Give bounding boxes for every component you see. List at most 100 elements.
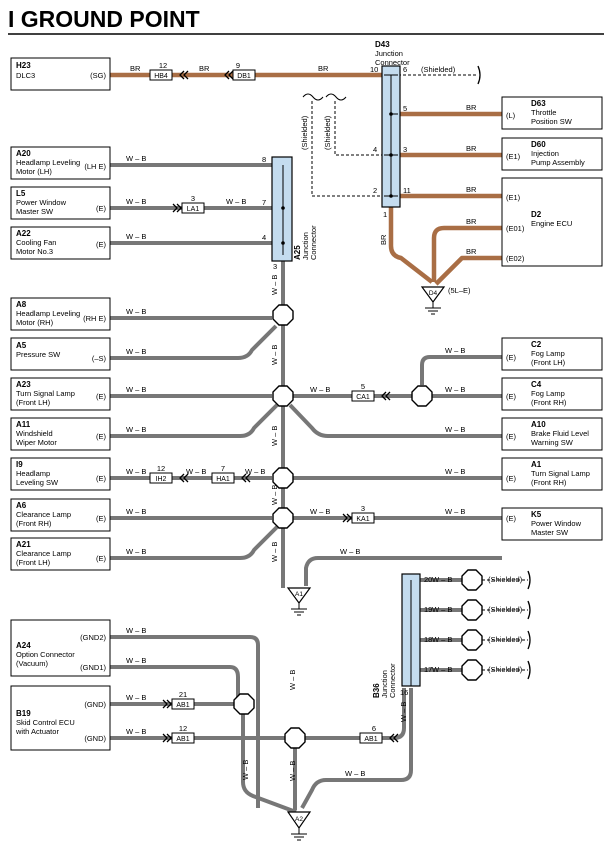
svg-text:DB1: DB1 (237, 73, 251, 80)
svg-text:W – B: W – B (270, 275, 279, 295)
connector-ka1: KA1 3 (342, 504, 375, 524)
box-name-line1: Power Window (16, 198, 67, 207)
svg-text:W – B: W – B (126, 425, 146, 434)
svg-text:KA1: KA1 (356, 516, 369, 523)
svg-text:BR: BR (466, 217, 477, 226)
box-name-line2: Warning SW (531, 438, 574, 447)
svg-text:(Shielded): (Shielded) (488, 575, 523, 584)
splice-1 (272, 304, 294, 326)
box-name-line1: Option Connector (16, 650, 75, 659)
svg-text:W – B: W – B (432, 635, 452, 644)
svg-text:9: 9 (236, 61, 240, 70)
junction-name-line1: Junction (301, 232, 310, 260)
box-a10: A10 Brake Fluid Level Warning SW (E) (501, 417, 603, 451)
box-pin: (SG) (90, 71, 106, 80)
junction-b36: B36 Junction Connector (372, 573, 421, 698)
box-pin: (LH E) (84, 162, 106, 171)
svg-text:5: 5 (403, 104, 407, 113)
box-name-line1: DLC3 (16, 71, 35, 80)
svg-text:CA1: CA1 (356, 394, 370, 401)
box-name-line2: Motor (LH) (16, 167, 52, 176)
svg-text:(Shielded): (Shielded) (488, 605, 523, 614)
box-a24: A24 Option Connector (Vacuum) (GND2) (GN… (10, 619, 111, 677)
svg-text:W – B: W – B (432, 665, 452, 674)
svg-text:19: 19 (424, 605, 432, 614)
svg-text:W – B: W – B (126, 727, 146, 736)
svg-text:11: 11 (403, 186, 411, 195)
svg-text:W – B: W – B (226, 197, 246, 206)
box-name-line2: Position SW (531, 117, 573, 126)
box-pin: (E) (506, 432, 517, 441)
svg-text:HB4: HB4 (154, 73, 168, 80)
page-title: I GROUND POINT (8, 6, 200, 32)
box-d63: D63 Throttle Position SW (L) (501, 96, 603, 130)
box-pin: (E) (506, 353, 517, 362)
svg-text:3: 3 (403, 145, 407, 154)
box-pin: (E) (96, 432, 107, 441)
svg-text:W – B: W – B (340, 547, 360, 556)
svg-text:BR: BR (199, 64, 210, 73)
svg-text:A1: A1 (295, 591, 303, 598)
shield-break-d43 (477, 65, 481, 85)
svg-text:20: 20 (424, 575, 432, 584)
wb-wires (110, 163, 502, 814)
splice-s20 (461, 569, 483, 591)
splice-points (233, 304, 483, 749)
box-pin-e02: (E02) (506, 254, 525, 263)
box-b19: B19 Skid Control ECU with Actuator (GND)… (10, 685, 111, 751)
svg-text:12: 12 (179, 724, 187, 733)
connector-ab1-6: AB1 6 (359, 724, 399, 744)
splice-3 (272, 467, 294, 489)
svg-text:W – B: W – B (270, 542, 279, 562)
svg-text:W – B: W – B (270, 426, 279, 446)
svg-text:W – B: W – B (432, 605, 452, 614)
box-code: D60 (531, 140, 546, 149)
box-name-line1: Skid Control ECU (16, 718, 75, 727)
splice-s17 (461, 659, 483, 681)
svg-text:6: 6 (403, 65, 407, 74)
box-pin: (E) (506, 514, 517, 523)
svg-text:IH2: IH2 (156, 476, 167, 483)
box-code: A24 (16, 641, 31, 650)
box-name-line1: Power Window (531, 519, 582, 528)
connector-hb4: HB4 12 (149, 61, 189, 81)
junction-name-line1: Junction (380, 670, 389, 698)
svg-text:12: 12 (159, 61, 167, 70)
box-name-line1: Clearance Lamp (16, 510, 71, 519)
splice-5 (411, 385, 433, 407)
box-pin: (RH E) (83, 314, 106, 323)
box-pin-gnd-b: (GND) (84, 734, 106, 743)
box-name-line2: Pump Assembly (531, 158, 585, 167)
box-code: C4 (531, 380, 542, 389)
box-c2: C2 Fog Lamp (Front LH) (E) (501, 337, 603, 371)
svg-text:12: 12 (157, 464, 165, 473)
shielded-dashed-lines (311, 74, 478, 197)
svg-text:W – B: W – B (126, 347, 146, 356)
svg-text:(Shielded): (Shielded) (300, 115, 309, 150)
box-code: A23 (16, 380, 31, 389)
box-name-line2: Leveling SW (16, 478, 59, 487)
junction-d43: D43 Junction Connector (375, 40, 410, 208)
svg-text:17: 17 (424, 665, 432, 674)
svg-text:6: 6 (372, 724, 376, 733)
svg-text:10: 10 (370, 65, 378, 74)
svg-text:W – B: W – B (399, 702, 408, 722)
junction-name-line2: Connector (309, 225, 318, 260)
box-code: A22 (16, 229, 31, 238)
svg-text:W – B: W – B (126, 154, 146, 163)
b36-shield-breaks (527, 570, 531, 680)
svg-text:3: 3 (191, 194, 195, 203)
svg-text:W – B: W – B (432, 575, 452, 584)
box-pin: (L) (506, 111, 516, 120)
svg-text:W – B: W – B (126, 656, 146, 665)
svg-text:W – B: W – B (445, 385, 465, 394)
svg-text:W – B: W – B (345, 769, 365, 778)
box-pin-e1: (E1) (506, 193, 521, 202)
junction-code: A25 (293, 245, 302, 260)
svg-text:7: 7 (262, 198, 266, 207)
box-code: A10 (531, 420, 546, 429)
svg-text:5: 5 (361, 382, 365, 391)
box-name-line1: Headlamp Leveling (16, 158, 80, 167)
box-pin: (E) (96, 204, 107, 213)
box-a11: A11 Windshield Wiper Motor (E) (10, 417, 111, 451)
